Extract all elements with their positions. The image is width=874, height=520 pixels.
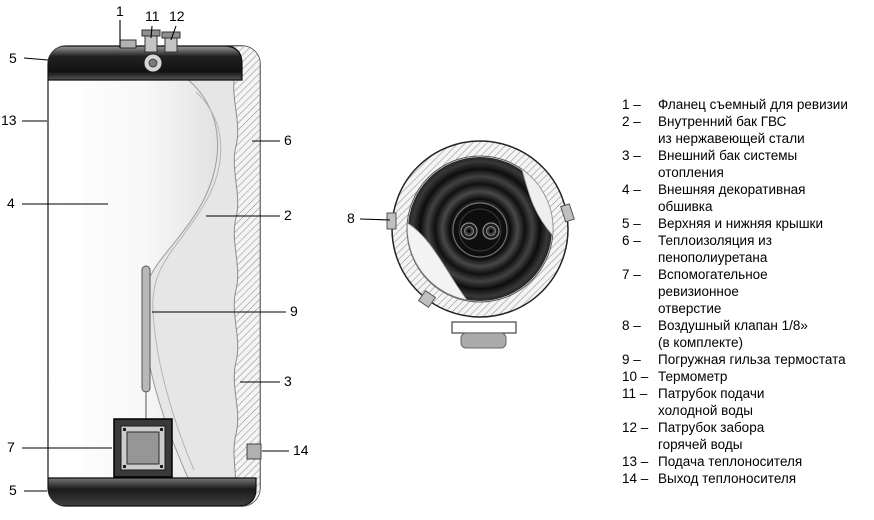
legend-item-number: 5 – <box>622 216 641 231</box>
legend-item: 9 – Погружная гильза термостата <box>622 351 874 368</box>
tank-side-view <box>47 29 262 507</box>
legend-item-number: 12 – <box>622 420 649 435</box>
callout-hot-water-outlet: 12 <box>169 8 185 24</box>
legend-item-label: Выход теплоносителя <box>658 471 797 486</box>
legend-item-label: Воздушный клапан 1/8» (в комплекте) <box>658 318 808 350</box>
legend-item: 2 – Внутренний бак ГВС из нержавеющей ст… <box>622 113 874 147</box>
legend-item: 6 – Теплоизоляция из пенополиуретана <box>622 232 874 266</box>
legend-item-number: 3 – <box>622 148 641 163</box>
legend-item-label: Термометр <box>658 369 728 384</box>
callout-inspection-hole: 7 <box>7 439 15 455</box>
legend-item-label: Внешняя декоративная обшивка <box>658 182 806 214</box>
legend-item-number: 7 – <box>622 267 641 282</box>
legend-item: 5 – Верхняя и нижняя крышки <box>622 215 874 232</box>
leader-lines <box>22 20 391 492</box>
legend-item-label: Патрубок забора горячей воды <box>658 420 765 452</box>
revision-flange <box>119 39 137 49</box>
legend-item: 8 – Воздушный клапан 1/8» (в комплекте) <box>622 317 874 351</box>
inspection-panel <box>113 418 173 478</box>
central-flange <box>452 202 508 258</box>
bottom-cover <box>48 477 257 506</box>
legend-item-number: 11 – <box>622 386 648 401</box>
legend-item-number: 6 – <box>622 233 641 248</box>
legend-item: 7 – Вспомогательное ревизионное отверсти… <box>622 266 874 317</box>
legend-item-number: 8 – <box>622 318 641 333</box>
heating-return-fitting <box>246 443 262 460</box>
callout-outer-tank: 3 <box>284 373 292 389</box>
legend-item: 4 – Внешняя декоративная обшивка <box>622 181 874 215</box>
legend-item: 13 – Подача теплоносителя <box>622 453 874 470</box>
callout-flange-top: 1 <box>116 3 124 19</box>
callout-cold-water-inlet: 11 <box>145 8 160 24</box>
callout-bottom-cover: 5 <box>9 482 17 498</box>
legend-item-label: Фланец съемный для ревизии <box>658 97 848 112</box>
callout-insulation: 6 <box>284 132 292 148</box>
legend-item: 1 – Фланец съемный для ревизии <box>622 96 874 113</box>
air-valve-port <box>386 212 397 230</box>
legend-item: 12 – Патрубок забора горячей воды <box>622 419 874 453</box>
legend-item-label: Теплоизоляция из пенополиуретана <box>658 233 772 265</box>
legend-item: 14 – Выход теплоносителя <box>622 470 874 487</box>
legend-item-label: Погружная гильза термостата <box>658 352 846 367</box>
callout-heating-supply: 13 <box>1 112 17 128</box>
legend: 1 – Фланец съемный для ревизии 2 – Внутр… <box>622 96 874 487</box>
legend-item: 10 – Термометр <box>622 368 874 385</box>
legend-item-number: 4 – <box>622 182 641 197</box>
callout-outer-casing: 4 <box>7 195 15 211</box>
legend-item-number: 10 – <box>622 369 649 384</box>
legend-item-label: Вспомогательное ревизионное отверстие <box>658 267 768 316</box>
legend-item-number: 13 – <box>622 454 649 469</box>
legend-item-label: Внешний бак системы отопления <box>658 148 798 180</box>
legend-item-number: 2 – <box>622 114 641 129</box>
legend-item-label: Подача теплоносителя <box>658 454 803 469</box>
hot-water-pipe <box>161 31 181 53</box>
callout-thermostat-sleeve: 9 <box>290 303 298 319</box>
flange-holes <box>460 222 500 240</box>
legend-item-number: 1 – <box>622 97 641 112</box>
legend-item-label: Внутренний бак ГВС из нержавеющей стали <box>658 114 805 146</box>
legend-item: 11 – Патрубок подачи холодной воды <box>622 385 874 419</box>
callout-inner-tank: 2 <box>284 207 292 223</box>
callout-air-valve: 8 <box>347 210 355 226</box>
tank-top-view <box>386 140 575 349</box>
legend-item-label: Патрубок подачи холодной воды <box>658 386 765 418</box>
bottom-bracket <box>451 321 517 334</box>
legend-item-number: 14 – <box>622 471 649 486</box>
callout-heating-return: 14 <box>293 442 309 458</box>
legend-item: 3 – Внешний бак системы отопления <box>622 147 874 181</box>
legend-item-label: Верхняя и нижняя крышки <box>658 216 823 231</box>
callout-top-cover: 5 <box>9 50 17 66</box>
legend-item-number: 9 – <box>622 352 641 367</box>
insulation-region <box>233 46 260 506</box>
